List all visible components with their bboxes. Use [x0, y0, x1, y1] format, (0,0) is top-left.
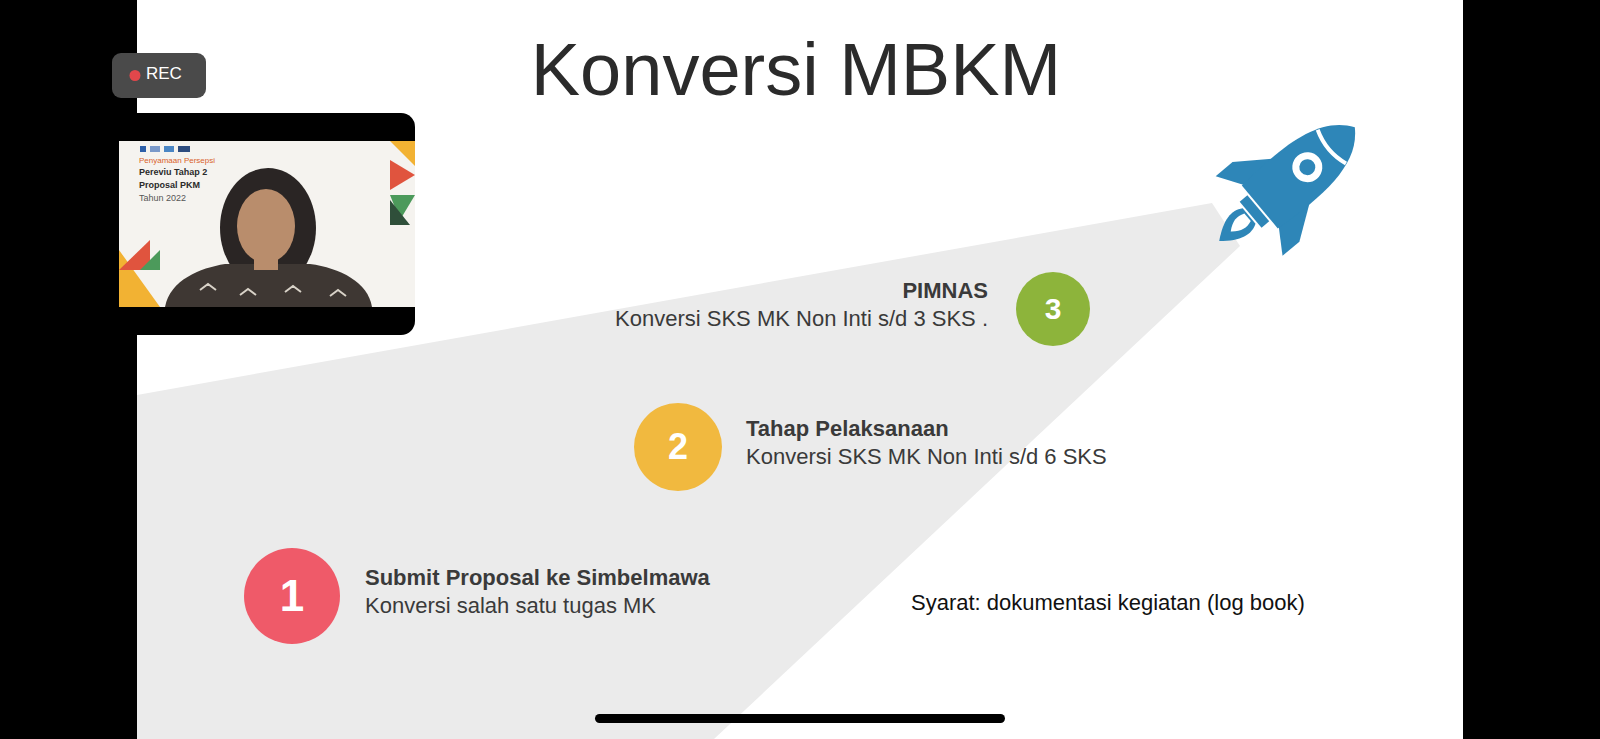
rec-dot — [130, 70, 141, 81]
step-heading: PIMNAS — [615, 277, 988, 305]
rocket-icon — [1186, 87, 1388, 280]
thumbnail-text: Proposal PKM — [139, 180, 200, 191]
thumbnail-text: Tahun 2022 — [139, 193, 186, 204]
rocket-flame-core — [1226, 212, 1251, 236]
logo-mark — [140, 146, 146, 152]
step-circle: 2Tahap PelaksanaanKonversi SKS MK Non In… — [634, 403, 722, 491]
thumbnail-text: Pereviu Tahap 2 — [139, 167, 207, 178]
step-number: 2 — [668, 429, 688, 465]
triangle-deco — [390, 200, 410, 225]
logo-mark — [150, 146, 160, 152]
rec-label: REC — [146, 64, 182, 84]
step-description: Konversi SKS MK Non Inti s/d 3 SKS . — [615, 305, 988, 333]
requirement-note: Syarat: dokumentasi kegiatan (log book) — [911, 590, 1305, 616]
step-number: 1 — [280, 574, 304, 618]
step-circle: 3PIMNASKonversi SKS MK Non Inti s/d 3 SK… — [1016, 272, 1090, 346]
rocket-window — [1286, 146, 1328, 188]
logo-mark — [178, 146, 190, 152]
logo-mark — [164, 146, 174, 152]
step-text: PIMNASKonversi SKS MK Non Inti s/d 3 SKS… — [615, 277, 988, 333]
step-heading: Submit Proposal ke Simbelmawa — [365, 564, 710, 592]
slide-ground — [137, 0, 1463, 739]
triangle-deco — [140, 250, 160, 270]
video-frame — [119, 141, 415, 307]
step-heading: Tahap Pelaksanaan — [746, 415, 1107, 443]
rec-badge — [112, 53, 206, 98]
presenter-neck — [254, 258, 278, 270]
step-number: 3 — [1045, 294, 1062, 324]
thumbnail-text: Penyamaan Persepsi — [139, 156, 215, 166]
presenter-face — [237, 189, 295, 263]
presenter-body — [165, 264, 372, 307]
slide-title: Konversi MBKM — [0, 30, 1596, 110]
rocket-body — [1241, 104, 1374, 230]
light-beam — [137, 203, 1240, 739]
video-thumbnail — [119, 113, 415, 335]
video-decoration — [119, 141, 415, 307]
step-circle: 1Submit Proposal ke SimbelmawaKonversi s… — [244, 548, 340, 644]
step-text: Tahap PelaksanaanKonversi SKS MK Non Int… — [746, 415, 1107, 471]
step-description: Konversi salah satu tugas MK — [365, 592, 710, 620]
rocket-nozzle — [1240, 195, 1270, 227]
presenter-pattern — [200, 284, 346, 296]
home-indicator — [595, 714, 1005, 723]
step-text: Submit Proposal ke SimbelmawaKonversi sa… — [365, 564, 710, 620]
triangle-deco — [390, 160, 415, 190]
step-description: Konversi SKS MK Non Inti s/d 6 SKS — [746, 443, 1107, 471]
rocket-window-inner — [1296, 156, 1319, 179]
